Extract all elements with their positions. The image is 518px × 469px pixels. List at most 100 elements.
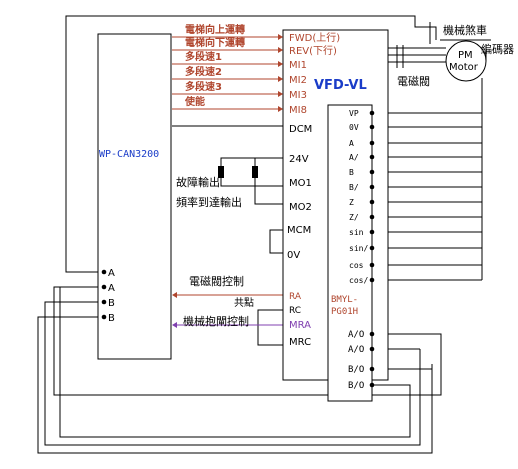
- brake-control-label: 機械抱閘控制: [183, 314, 249, 328]
- pg-terminal-label-1: 0V: [349, 123, 359, 132]
- input-signal-label-5: 使能: [184, 95, 205, 108]
- input-arrow-2: [278, 61, 283, 67]
- relay1-top-wire: [220, 157, 283, 168]
- motor-circle: [445, 40, 487, 82]
- pg-card-label-2: PG01H: [331, 307, 358, 317]
- pg-terminal-label-4: B: [349, 168, 354, 177]
- pg-terminal-dot-6: [369, 199, 375, 205]
- pg-out-label-2: B/O: [348, 365, 364, 375]
- plc-box: [97, 33, 172, 360]
- pg-terminal-label-6: Z: [349, 198, 354, 207]
- pg-terminal-label-5: B/: [349, 183, 359, 192]
- pg-terminal-dot-0: [369, 110, 375, 116]
- plc-terminal-label-2: B: [108, 298, 115, 309]
- input-terminal-label-2: MI1: [289, 60, 307, 71]
- input-arrow-3: [278, 76, 283, 82]
- pg-terminal-label-3: A/: [349, 153, 359, 162]
- motor-label-2: Motor: [449, 62, 479, 73]
- pg-terminal-dot-4: [369, 169, 375, 175]
- pg-out-label-1: A/O: [348, 345, 364, 355]
- relay-coil-0: [218, 166, 224, 178]
- brake-label: 機械煞車: [443, 23, 487, 37]
- pg-out-dot-1: [369, 346, 375, 352]
- input-arrow-0: [278, 34, 283, 40]
- can-a-wire: [65, 15, 437, 273]
- input-arrow-1: [278, 47, 283, 53]
- diagram-labels: WP-CAN3200 VFD-VL BMYL- PG01H PM Motor 機…: [97, 23, 514, 402]
- generated-labels: 電梯向上運轉FWD(上行)電梯向下運轉REV(下行)多段速1MI1多段速2MI2…: [101, 23, 375, 391]
- mcm-label: MCM: [287, 225, 311, 236]
- pg-terminal-dot-9: [369, 245, 375, 251]
- pg-terminal-label-10: cos: [349, 261, 364, 270]
- pg-terminal-dot-3: [369, 154, 375, 160]
- pg-bo-wire: [372, 364, 433, 370]
- pg-terminal-label-8: sin: [349, 228, 364, 237]
- plc-terminal-label-3: B: [108, 313, 115, 324]
- pg-ao-wire: [372, 333, 442, 383]
- input-terminal-label-0: FWD(上行): [289, 31, 340, 44]
- valve-label: 電磁閥: [397, 75, 430, 88]
- input-terminal-label-5: MI8: [289, 105, 307, 116]
- input-terminal-label-1: REV(下行): [289, 44, 337, 57]
- pg-card-box: [327, 104, 373, 402]
- input-terminal-label-4: MI3: [289, 90, 307, 101]
- pg-terminal-label-2: A: [349, 139, 354, 148]
- mra-label: MRA: [289, 320, 311, 331]
- rc-label: RC: [289, 306, 301, 316]
- common-point-label: 共點: [234, 296, 254, 309]
- pg-terminal-dot-11: [369, 277, 375, 283]
- ra-label: RA: [289, 292, 302, 302]
- input-signal-label-1: 電梯向下運轉: [185, 36, 245, 49]
- input-arrow-5: [278, 106, 283, 112]
- input-terminal-label-3: MI2: [289, 75, 307, 86]
- fault-output-label: 故障輸出: [176, 175, 220, 189]
- pg-terminal-label-0: VP: [349, 109, 359, 118]
- encoder-label: 編碼器: [481, 42, 514, 56]
- pg-card-label-1: BMYL-: [331, 295, 358, 305]
- pg-terminal-dot-10: [369, 262, 375, 268]
- pg-terminal-dot-2: [369, 140, 375, 146]
- input-signal-label-3: 多段速2: [185, 65, 222, 78]
- dcm-label: DCM: [289, 124, 312, 135]
- mra-arrow: [172, 322, 177, 328]
- pg-terminal-dot-1: [369, 124, 375, 130]
- input-signal-label-4: 多段速3: [185, 80, 222, 93]
- ra-arrow: [172, 292, 177, 298]
- pg-out-label-0: A/O: [348, 330, 364, 340]
- plc-terminal-dot-0: [101, 269, 107, 275]
- pg-terminal-label-11: cos/: [349, 276, 368, 285]
- pg-terminal-label-9: sin/: [349, 244, 368, 253]
- mcm-0v-link: [269, 229, 283, 254]
- zero-v-label: 0V: [287, 250, 300, 261]
- wiring-lines: [37, 15, 491, 454]
- pg-out-dot-0: [369, 331, 375, 337]
- pg-terminal-label-7: Z/: [349, 213, 359, 222]
- mrc-label: MRC: [289, 337, 311, 348]
- relay-coil-1: [252, 166, 258, 178]
- plc-terminal-dot-1: [101, 284, 107, 290]
- motor-label-1: PM: [458, 50, 473, 61]
- rc-mrc-link: [257, 309, 283, 346]
- input-arrow-4: [278, 91, 283, 97]
- relay2-bottom-wire: [254, 176, 283, 205]
- pg-out-label-3: B/O: [348, 381, 364, 391]
- pg-out-dot-2: [369, 366, 375, 372]
- vfd-title: VFD-VL: [314, 78, 367, 93]
- plc-terminal-label-0: A: [108, 268, 115, 279]
- valve-control-label: 電磁閥控制: [189, 274, 244, 288]
- plc-terminal-label-1: A: [108, 283, 115, 294]
- plc-terminal-dot-3: [101, 314, 107, 320]
- out-mo2-label: MO2: [289, 202, 312, 213]
- plc-terminal-dot-2: [101, 299, 107, 305]
- pg-out-dot-3: [369, 382, 375, 388]
- pg-terminal-dot-7: [369, 214, 375, 220]
- plc-label: WP-CAN3200: [99, 149, 159, 160]
- relay1-bottom-wire: [220, 176, 283, 187]
- pg-bobar-wire: [59, 287, 411, 438]
- freq-reach-label: 頻率到達輸出: [176, 195, 242, 209]
- out-mo1-label: MO1: [289, 178, 312, 189]
- can-b-wire: [44, 301, 421, 446]
- input-signal-label-2: 多段速1: [185, 50, 222, 63]
- can-abar-wire: [53, 286, 442, 396]
